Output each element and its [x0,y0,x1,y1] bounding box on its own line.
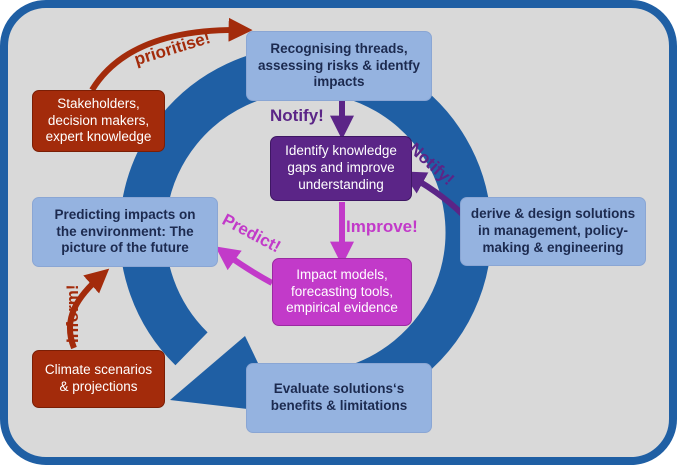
evaluate-box: Evaluate solutions‘s benefits & limitati… [246,363,432,433]
climate-box: Climate scenarios & projections [32,350,165,408]
prioritise-arrow [89,17,253,92]
stakeholders-box: Stakeholders, decision makers, expert kn… [32,90,165,152]
improve-label: Improve! [346,217,418,236]
predicting-box: Predicting impacts on the environment: T… [32,197,218,267]
derive-box: derive & design solutions in management,… [460,197,646,266]
inform-arrow [67,268,110,350]
notify-top-label: Notify! [270,106,324,125]
impact-models-box: Impact models, forecasting tools, empiri… [272,258,412,326]
identify-gaps-box: Identify knowledge gaps and improve unde… [270,136,412,201]
inform-label: Inform! [63,284,82,343]
recognising-box: Recognising threads, assessing risks & i… [246,31,432,101]
predict-arrow [215,246,274,286]
